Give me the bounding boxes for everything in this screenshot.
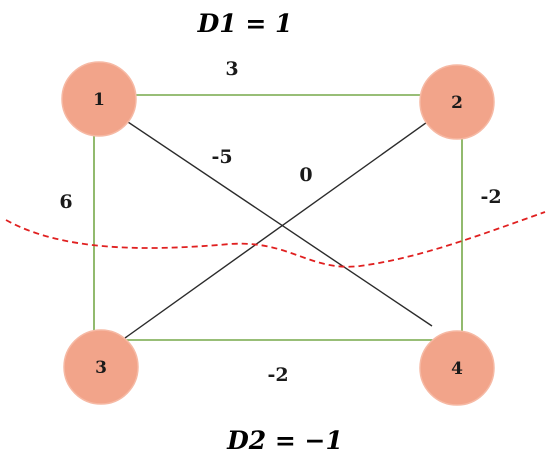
node-4: 4 xyxy=(419,330,495,406)
node-1-label: 1 xyxy=(93,90,105,110)
top-equation: D1 = 1 xyxy=(197,9,293,38)
node-2: 2 xyxy=(419,64,495,140)
edge-weight-3-4: -2 xyxy=(267,364,288,386)
edge-weight-1-3: 6 xyxy=(59,191,72,213)
node-3: 3 xyxy=(63,329,139,405)
edge-weight-1-2: 3 xyxy=(225,58,238,80)
edge-1-4 xyxy=(121,117,433,327)
node-3-circle xyxy=(63,329,139,405)
bottom-equation: D2 = −1 xyxy=(226,426,343,455)
node-2-label: 2 xyxy=(451,93,463,113)
node-3-label: 3 xyxy=(95,358,107,378)
edge-weight-2-3: 0 xyxy=(299,164,312,186)
edge-2-3 xyxy=(124,119,431,339)
node-4-label: 4 xyxy=(451,359,463,379)
node-2-circle xyxy=(419,64,495,140)
edge-weight-2-4: -2 xyxy=(480,186,501,208)
node-4-circle xyxy=(419,330,495,406)
edge-weight-1-4: -5 xyxy=(211,146,232,168)
cut-line xyxy=(5,211,546,268)
node-1: 1 xyxy=(61,61,137,137)
node-1-circle xyxy=(61,61,137,137)
